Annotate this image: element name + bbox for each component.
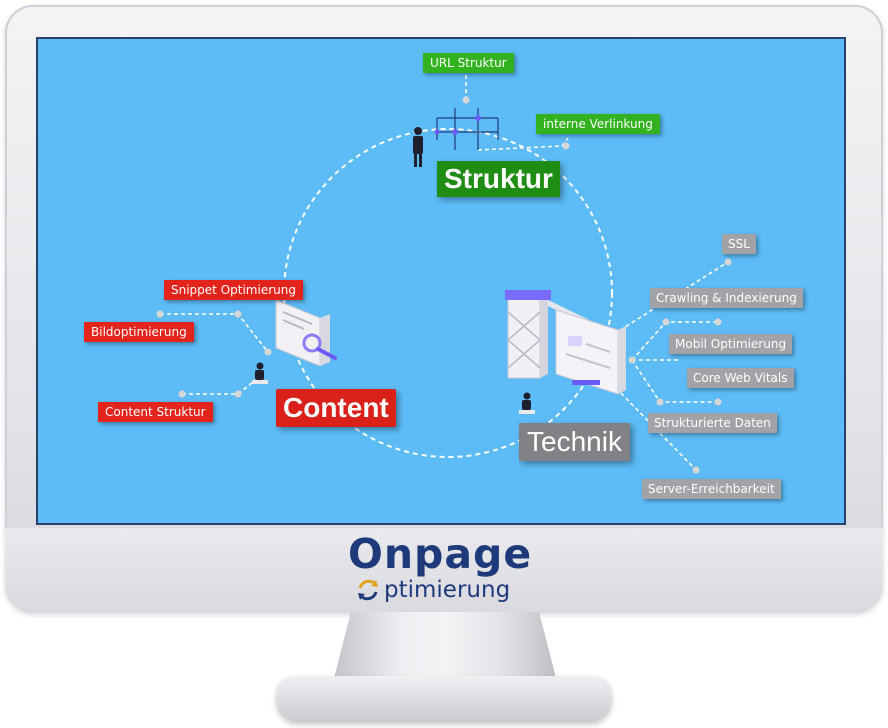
struktur-connectors — [465, 75, 569, 151]
sitemap-illustration — [436, 108, 499, 150]
content-title: Content — [276, 389, 396, 427]
logo-title: Onpage — [348, 530, 533, 578]
label-ssl: SSL — [722, 234, 756, 254]
label-server-erreichbarkeit: Server-Erreichbarkeit — [642, 479, 781, 499]
person-figure-technik — [519, 392, 535, 414]
label-crawling-indexierung: Crawling & Indexierung — [650, 288, 803, 308]
label-interne-verlinkung: interne Verlinkung — [536, 114, 660, 134]
content-dots — [156, 310, 272, 398]
label-strukturierte-daten: Strukturierte Daten — [648, 413, 777, 433]
person-figure-struktur — [413, 127, 423, 167]
label-bildoptimierung: Bildoptimierung — [84, 322, 194, 342]
snippet-window-illustration — [275, 299, 337, 367]
label-mobil-optimierung: Mobil Optimierung — [669, 334, 793, 354]
label-snippet-optimierung: Snippet Optimierung — [164, 280, 303, 300]
logo-subtitle: ptimierung — [384, 577, 511, 603]
monitor-chin — [5, 528, 883, 613]
struktur-dots — [462, 96, 570, 150]
monitor-stand-neck — [333, 612, 557, 682]
struktur-title: Struktur — [437, 161, 560, 197]
refresh-cycle-icon — [358, 579, 378, 601]
label-content-struktur: Content Struktur — [98, 402, 213, 422]
technik-monitor-illustration — [555, 309, 626, 395]
label-url-struktur: URL Struktur — [423, 53, 514, 73]
technik-title: Technik — [519, 423, 630, 461]
logo-subtitle-row: ptimierung — [354, 575, 510, 605]
sitemap-nodes — [434, 115, 481, 135]
person-figure-content — [252, 362, 268, 384]
technik-dots — [628, 258, 732, 474]
monitor-stand-base — [276, 676, 612, 722]
label-core-web-vitals: Core Web Vitals — [687, 368, 794, 388]
